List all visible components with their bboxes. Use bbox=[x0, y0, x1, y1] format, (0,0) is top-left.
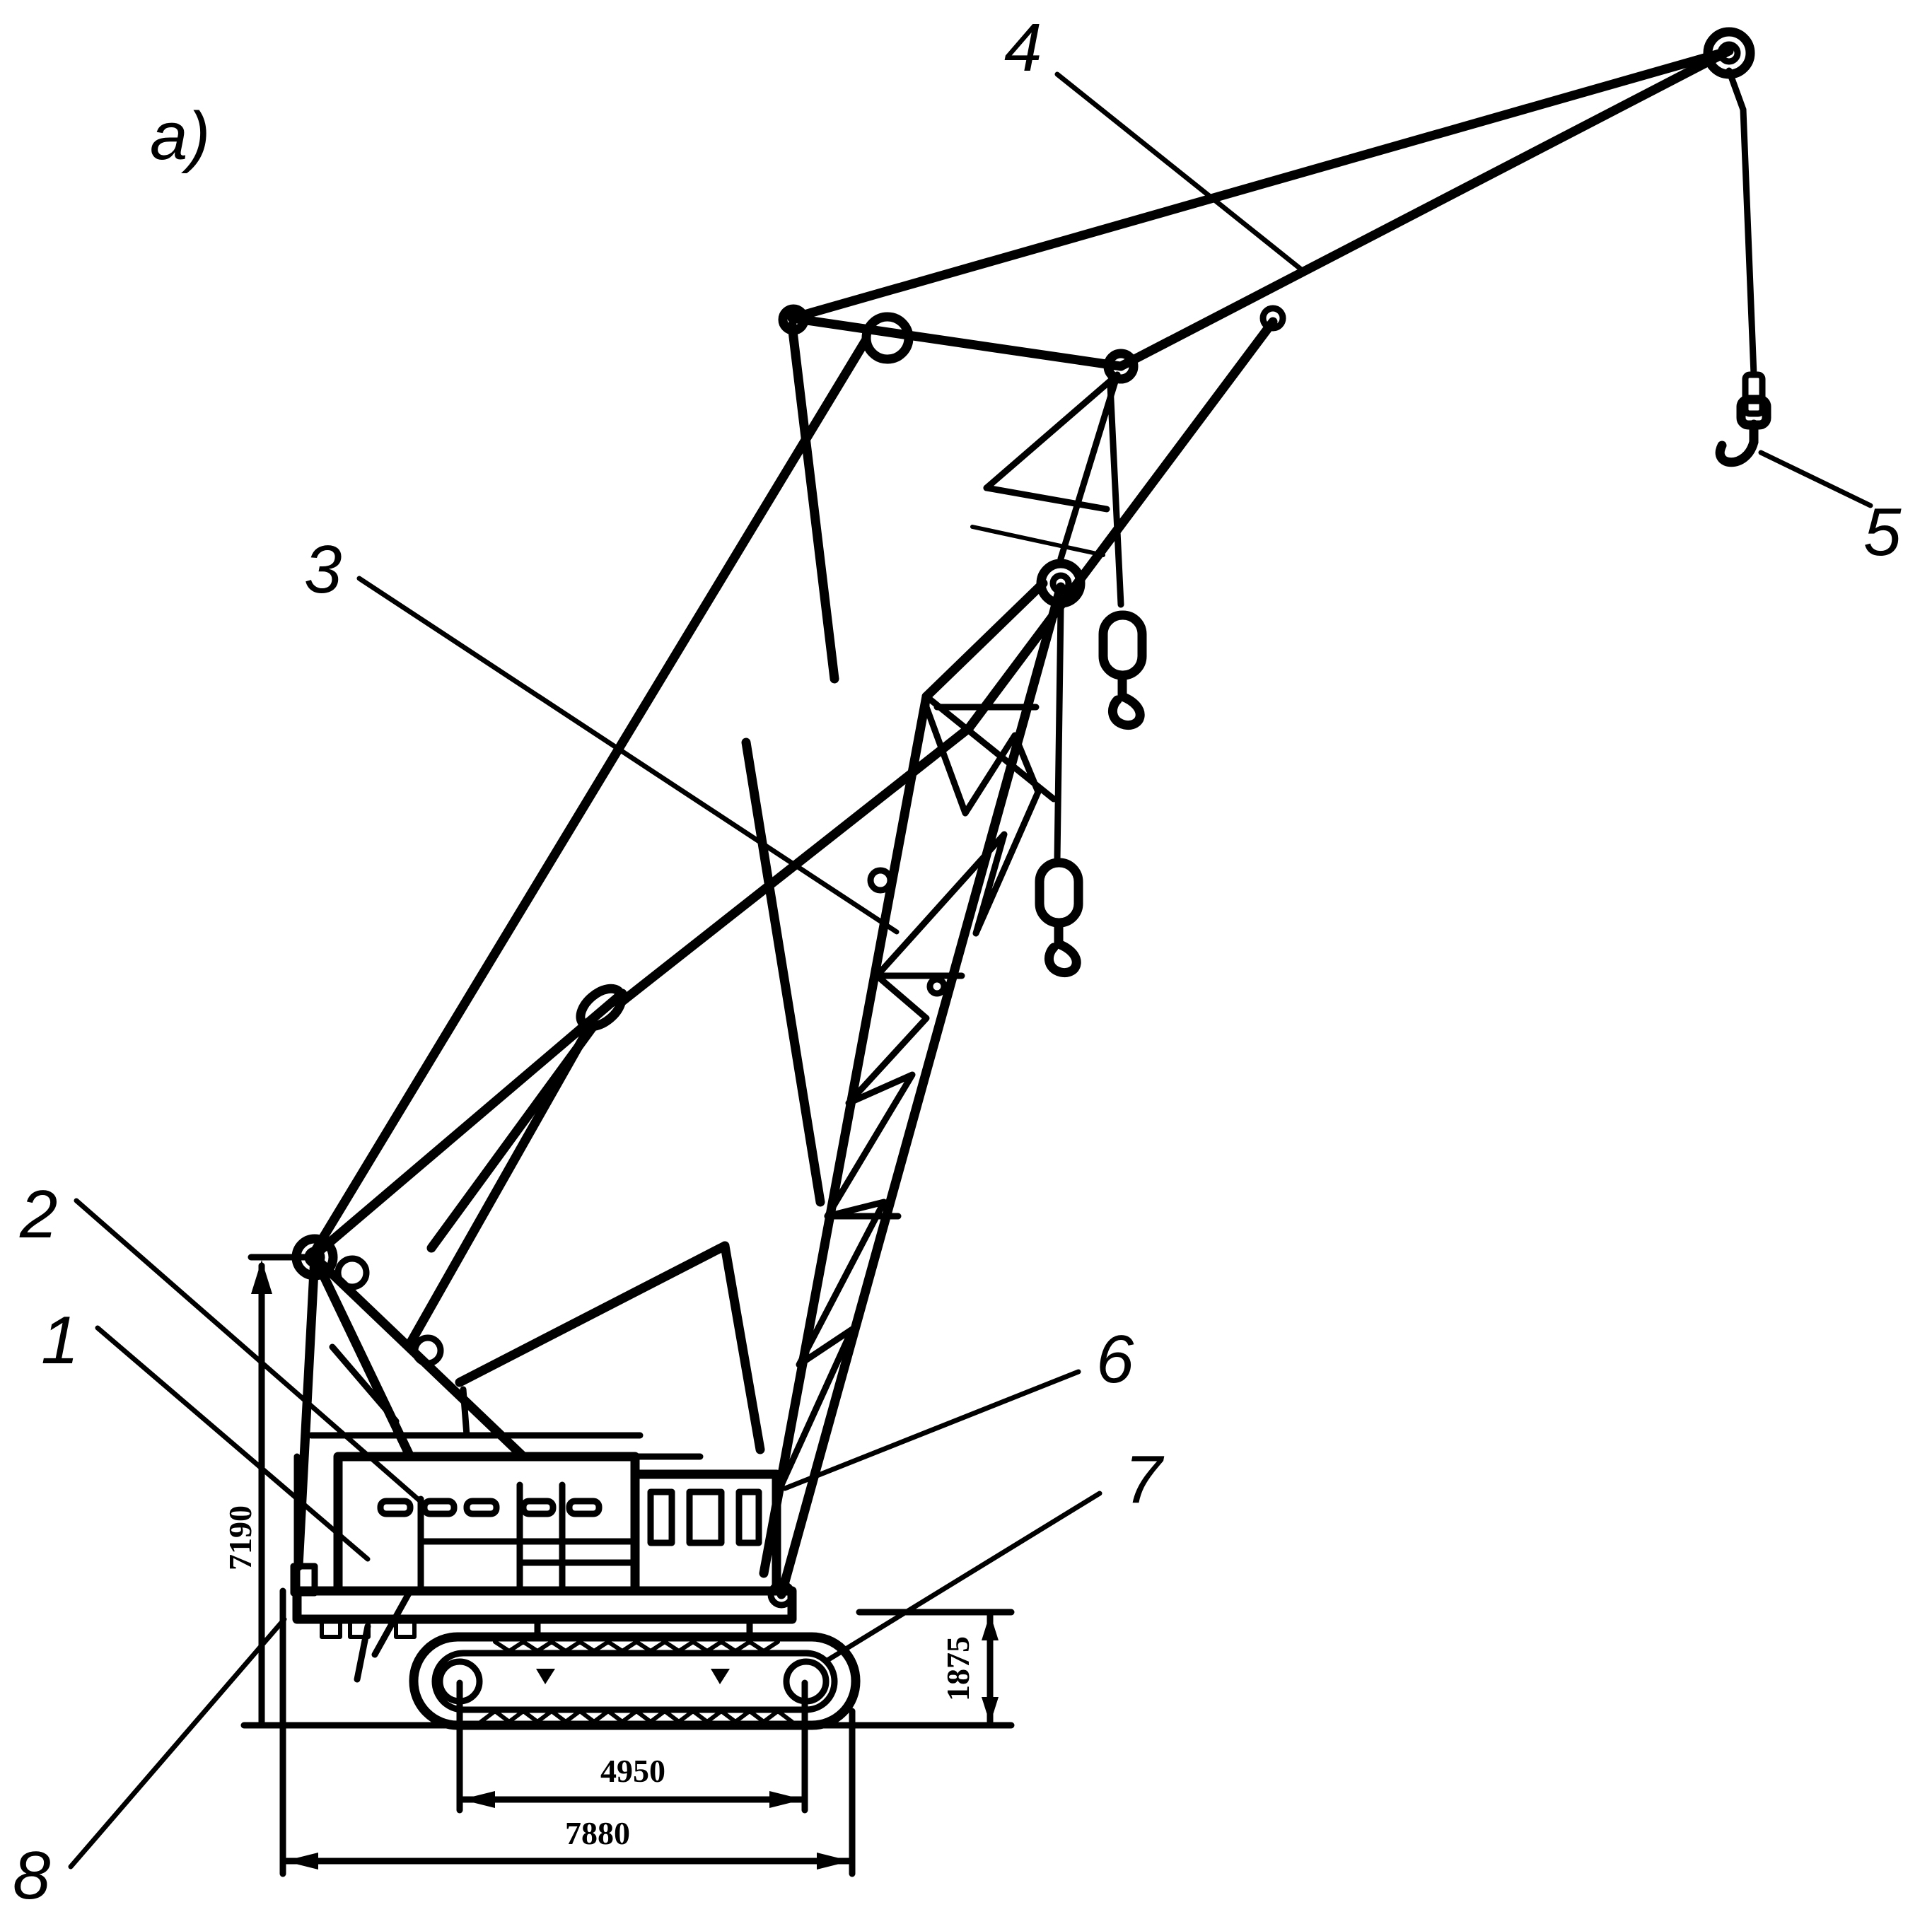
auxiliary-hook-upper bbox=[1098, 610, 1147, 730]
auxiliary-hook-lower bbox=[1035, 858, 1083, 977]
dim-track-height: 1875 bbox=[940, 1636, 976, 1701]
dim-total-height: 7190 bbox=[222, 1505, 258, 1570]
callout-3: 3 bbox=[304, 532, 342, 607]
callout-1: 1 bbox=[41, 1302, 78, 1378]
callout-5: 5 bbox=[1863, 494, 1902, 570]
callout-8: 8 bbox=[13, 1838, 50, 1907]
dim-overall-length: 7880 bbox=[565, 1815, 630, 1851]
turntable-frame bbox=[292, 1586, 797, 1683]
callout-4: 4 bbox=[1004, 10, 1042, 86]
callout-6: 6 bbox=[1096, 1322, 1134, 1397]
rear-gantry bbox=[291, 1234, 765, 1571]
callout-7: 7 bbox=[1124, 1442, 1165, 1517]
dimension-overall-length: 7880 bbox=[279, 1587, 856, 1877]
dimension-track-height: 1875 bbox=[856, 1609, 1015, 1725]
dimension-track-base: 4950 bbox=[456, 1679, 808, 1814]
main-boom bbox=[759, 559, 1086, 1609]
machine-house bbox=[290, 1432, 781, 1597]
main-hook bbox=[1715, 371, 1771, 467]
callout-leaders bbox=[68, 71, 1873, 1870]
crawler-track bbox=[409, 1632, 861, 1730]
upper-jib bbox=[778, 27, 1755, 562]
pendant-ropes bbox=[310, 106, 1757, 1348]
panel-label: a) bbox=[150, 98, 210, 174]
dim-track-base: 4950 bbox=[600, 1753, 665, 1789]
callout-2: 2 bbox=[19, 1177, 57, 1252]
